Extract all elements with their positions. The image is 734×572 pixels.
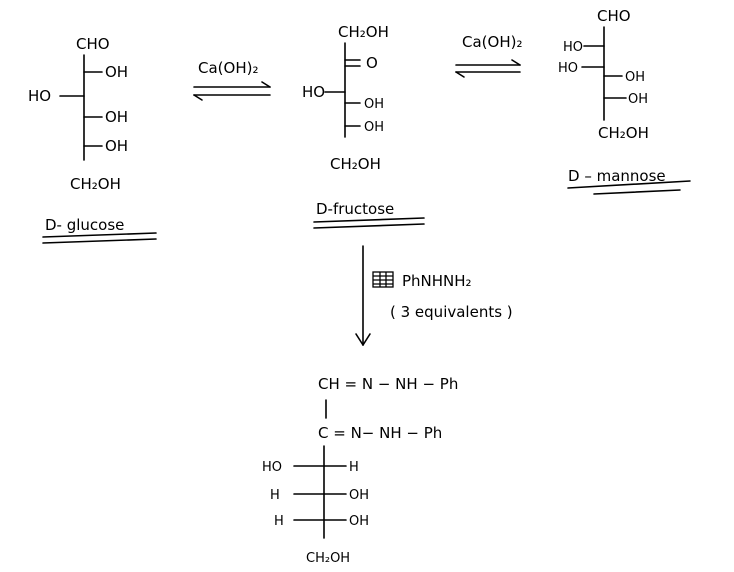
reagent-label-2: Ca(OH)₂ xyxy=(462,33,522,51)
fructose-top-group: CH₂OH xyxy=(338,23,389,41)
reaction-arrow-down: PhNHNH₂ ( 3 equivalents ) xyxy=(355,245,513,346)
reverse-arrow-head xyxy=(193,94,203,101)
equilibrium-arrow-glucose-fructose: Ca(OH)₂ xyxy=(193,59,271,101)
mannose-bottom-group: CH₂OH xyxy=(598,124,649,142)
fructose-underline-2 xyxy=(313,223,425,229)
glucose-name: D- glucose xyxy=(45,216,124,234)
reverse-arrow-head-2 xyxy=(455,71,465,78)
forward-arrow-head xyxy=(261,81,271,88)
mannose-oh-2: OH xyxy=(628,92,648,107)
glucose-bottom-group: CH₂OH xyxy=(70,175,121,193)
glucose-ho: HO xyxy=(28,87,51,105)
osazone-row-1-right: H xyxy=(349,460,359,475)
osazone-bottom-group: CH₂OH xyxy=(306,551,350,566)
glucose-underline-1 xyxy=(42,232,157,238)
glucose-oh-3: OH xyxy=(105,137,128,155)
down-arrow-head-right xyxy=(362,333,371,346)
osazone-line-2: C = N− NH − Ph xyxy=(318,424,442,442)
glucose-top-group: CHO xyxy=(76,35,110,53)
mannose-oh-1: OH xyxy=(625,70,645,85)
reagent-phenylhydrazine: PhNHNH₂ xyxy=(402,272,472,290)
fructose-structure: CH₂OH O HO OH OH CH₂OH D-fructose xyxy=(302,23,425,229)
mannose-underline-1 xyxy=(567,180,691,189)
fructose-oh-2: OH xyxy=(364,120,384,135)
glucose-oh-1: OH xyxy=(105,63,128,81)
glucose-structure: CHO OH HO OH OH CH₂OH D- glucose xyxy=(28,35,157,244)
mannose-ho-2: HO xyxy=(558,61,578,76)
equilibrium-arrow-fructose-mannose: Ca(OH)₂ xyxy=(455,33,522,78)
osazone-row-2-left: H xyxy=(270,488,280,503)
reagent-equivalents: ( 3 equivalents ) xyxy=(390,303,513,321)
glucose-underline-2 xyxy=(42,238,157,244)
mannose-top-group: CHO xyxy=(597,7,631,25)
fructose-carbonyl-o: O xyxy=(366,54,378,72)
fructose-ho: HO xyxy=(302,83,325,101)
osazone-row-3-right: OH xyxy=(349,514,369,529)
fructose-name: D-fructose xyxy=(316,200,394,218)
osazone-structure: CH = N − NH − Ph C = N− NH − Ph HO H H O… xyxy=(262,375,458,566)
mannose-underline-2 xyxy=(593,189,681,195)
fructose-underline-1 xyxy=(313,217,425,223)
mannose-ho-1: HO xyxy=(563,40,583,55)
down-arrow-head-left xyxy=(355,333,364,346)
fructose-oh-1: OH xyxy=(364,97,384,112)
osazone-row-3-left: H xyxy=(274,514,284,529)
reagent-label-1: Ca(OH)₂ xyxy=(198,59,258,77)
osazone-line-1: CH = N − NH − Ph xyxy=(318,375,458,393)
crossed-out-mark xyxy=(372,271,394,288)
mannose-structure: CHO HO HO OH OH CH₂OH D – mannose xyxy=(558,7,691,195)
forward-arrow-head-2 xyxy=(511,59,521,66)
glucose-oh-2: OH xyxy=(105,108,128,126)
osazone-row-2-right: OH xyxy=(349,488,369,503)
mannose-name: D – mannose xyxy=(568,167,666,185)
fructose-bottom-group: CH₂OH xyxy=(330,155,381,173)
osazone-row-1-left: HO xyxy=(262,460,282,475)
